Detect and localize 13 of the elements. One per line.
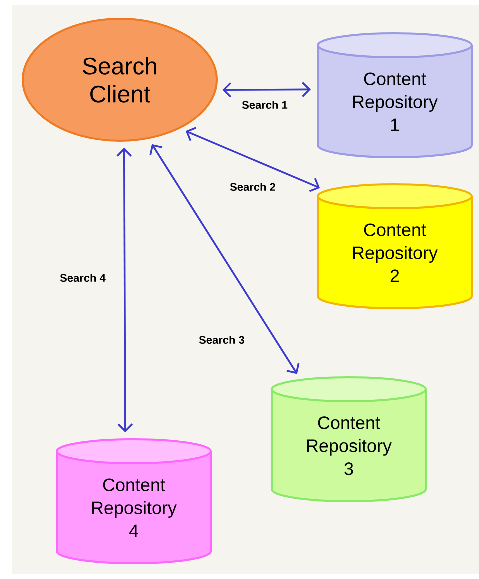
database-cylinder: Content Repository 4 [56, 438, 212, 564]
double-arrow [186, 127, 320, 192]
edge-label: Search 1 [241, 100, 289, 110]
edge-label: Search 3 [198, 334, 246, 346]
database-cylinder: Content Repository 3 [271, 376, 427, 502]
edge-label: Search 4 [59, 272, 107, 284]
edge-label: Search 2 [229, 182, 277, 192]
database-cylinder: Content Repository 1 [317, 32, 473, 158]
ellipse-node: Search Client [22, 18, 218, 142]
database-cylinder: Content Repository 2 [317, 184, 473, 310]
double-arrow [150, 144, 300, 374]
double-arrow [222, 82, 311, 98]
double-arrow [116, 148, 134, 433]
